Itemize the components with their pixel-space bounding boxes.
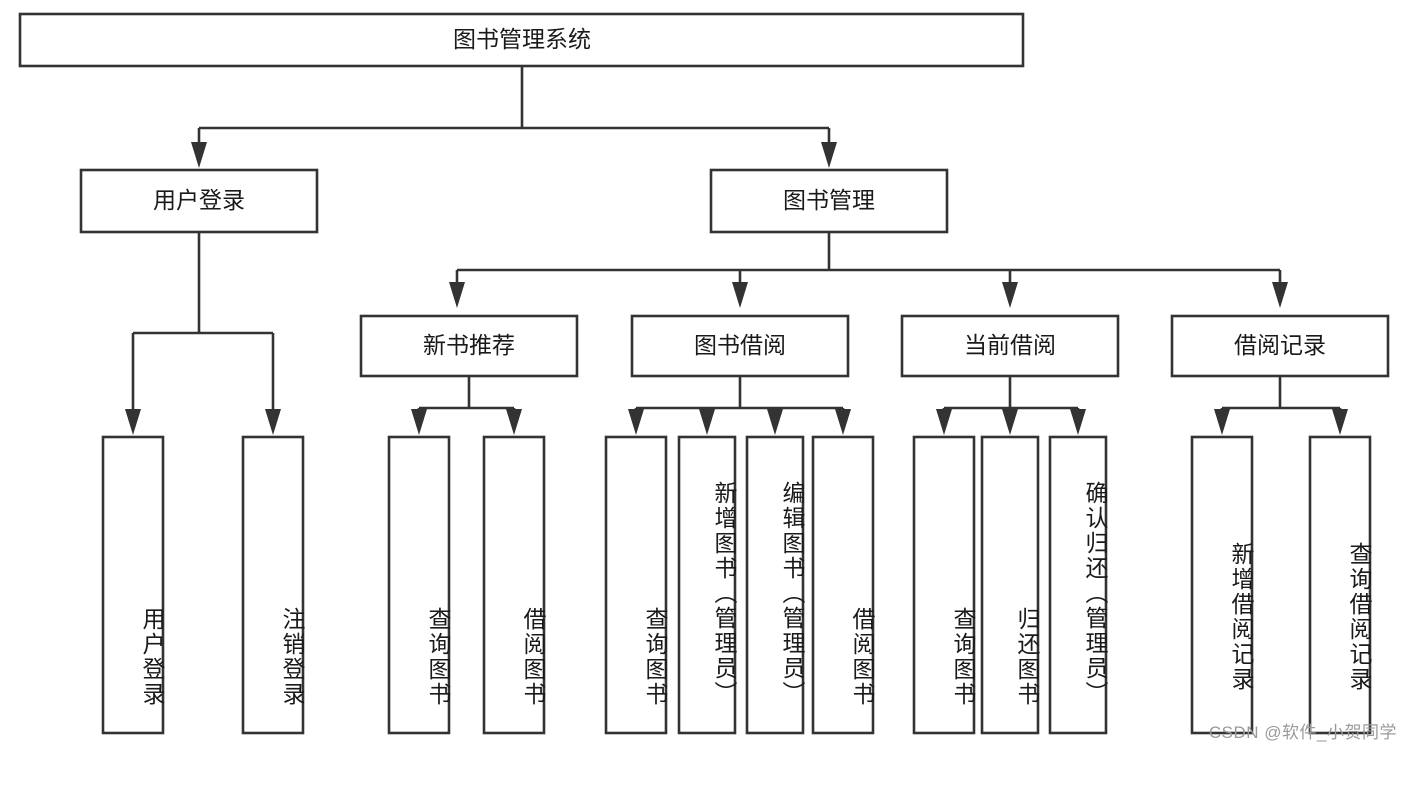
arrow-to-leaf-return-book xyxy=(1002,409,1018,435)
node-root[interactable]: 图书管理系统 xyxy=(18,12,1025,68)
arrow-to-leaf-logout xyxy=(265,409,281,435)
leaf-add-record-box[interactable] xyxy=(1190,435,1254,735)
leaf-add-book-box[interactable] xyxy=(677,435,737,735)
leaf-borrow-book-1-box[interactable] xyxy=(482,435,546,735)
arrow-to-book-borrow xyxy=(732,282,748,308)
node-new-book-rec-label: 新书推荐 xyxy=(423,332,515,358)
arrow-to-leaf-add-book xyxy=(699,409,715,435)
arrow-root-to-user-login xyxy=(191,142,207,168)
leaf-confirm-return-box[interactable] xyxy=(1048,435,1108,735)
leaf-logout-box[interactable] xyxy=(241,435,305,735)
node-book-manage-box[interactable] xyxy=(709,168,949,234)
node-borrow-record-box[interactable] xyxy=(1170,314,1390,378)
diagram-canvas: 图书管理系统 用户登录 图书管理 新书推荐 图书借阅 当前借阅 借阅记录 xyxy=(18,12,1397,742)
arrow-to-leaf-confirm-return xyxy=(1070,409,1086,435)
node-current-borrow-box[interactable] xyxy=(900,314,1120,378)
node-book-borrow-label: 图书借阅 xyxy=(694,332,786,358)
node-root-box[interactable] xyxy=(18,12,1025,68)
arrow-to-borrow-record xyxy=(1272,282,1288,308)
arrow-to-leaf-query-record xyxy=(1332,409,1348,435)
leaf-edit-book-box[interactable] xyxy=(745,435,805,735)
arrow-root-to-book-manage xyxy=(821,142,837,168)
node-user-login[interactable]: 用户登录 xyxy=(79,168,319,234)
leaf-query-book-2-box[interactable] xyxy=(604,435,668,735)
arrow-to-leaf-query-book-3 xyxy=(936,409,952,435)
node-book-borrow-box[interactable] xyxy=(630,314,850,378)
arrow-to-new-book-rec xyxy=(449,282,465,308)
node-new-book-rec[interactable]: 新书推荐 xyxy=(359,314,579,378)
leaf-query-book-3-box[interactable] xyxy=(912,435,976,735)
leaf-query-record-box[interactable] xyxy=(1308,435,1372,735)
node-current-borrow[interactable]: 当前借阅 xyxy=(900,314,1120,378)
node-new-book-rec-box[interactable] xyxy=(359,314,579,378)
leaf-box-layer xyxy=(101,435,1372,735)
org-chart-svg: 图书管理系统 用户登录 图书管理 新书推荐 图书借阅 当前借阅 借阅记录 xyxy=(18,12,1390,735)
arrow-to-leaf-user-login xyxy=(125,409,141,435)
arrow-to-leaf-query-book-2 xyxy=(628,409,644,435)
arrow-to-leaf-edit-book xyxy=(767,409,783,435)
node-root-label: 图书管理系统 xyxy=(453,26,591,52)
arrow-to-leaf-query-book-1 xyxy=(411,409,427,435)
leaf-borrow-book-2-box[interactable] xyxy=(811,435,875,735)
arrow-to-leaf-borrow-book-1 xyxy=(506,409,522,435)
leaf-return-book-box[interactable] xyxy=(980,435,1040,735)
node-book-borrow[interactable]: 图书借阅 xyxy=(630,314,850,378)
node-user-login-label: 用户登录 xyxy=(153,187,245,213)
leaf-user-login-box[interactable] xyxy=(101,435,165,735)
leaf-query-book-1-box[interactable] xyxy=(387,435,451,735)
node-book-manage-label: 图书管理 xyxy=(783,187,875,213)
node-current-borrow-label: 当前借阅 xyxy=(964,332,1056,358)
node-user-login-box[interactable] xyxy=(79,168,319,234)
node-borrow-record[interactable]: 借阅记录 xyxy=(1170,314,1390,378)
arrow-to-leaf-add-record xyxy=(1214,409,1230,435)
arrow-to-leaf-borrow-book-2 xyxy=(835,409,851,435)
node-book-manage[interactable]: 图书管理 xyxy=(709,168,949,234)
connector-layer xyxy=(125,66,1348,435)
arrow-to-current-borrow xyxy=(1002,282,1018,308)
csdn-watermark: CSDN @软件_小贺同学 xyxy=(1208,723,1397,742)
node-borrow-record-label: 借阅记录 xyxy=(1234,332,1326,358)
